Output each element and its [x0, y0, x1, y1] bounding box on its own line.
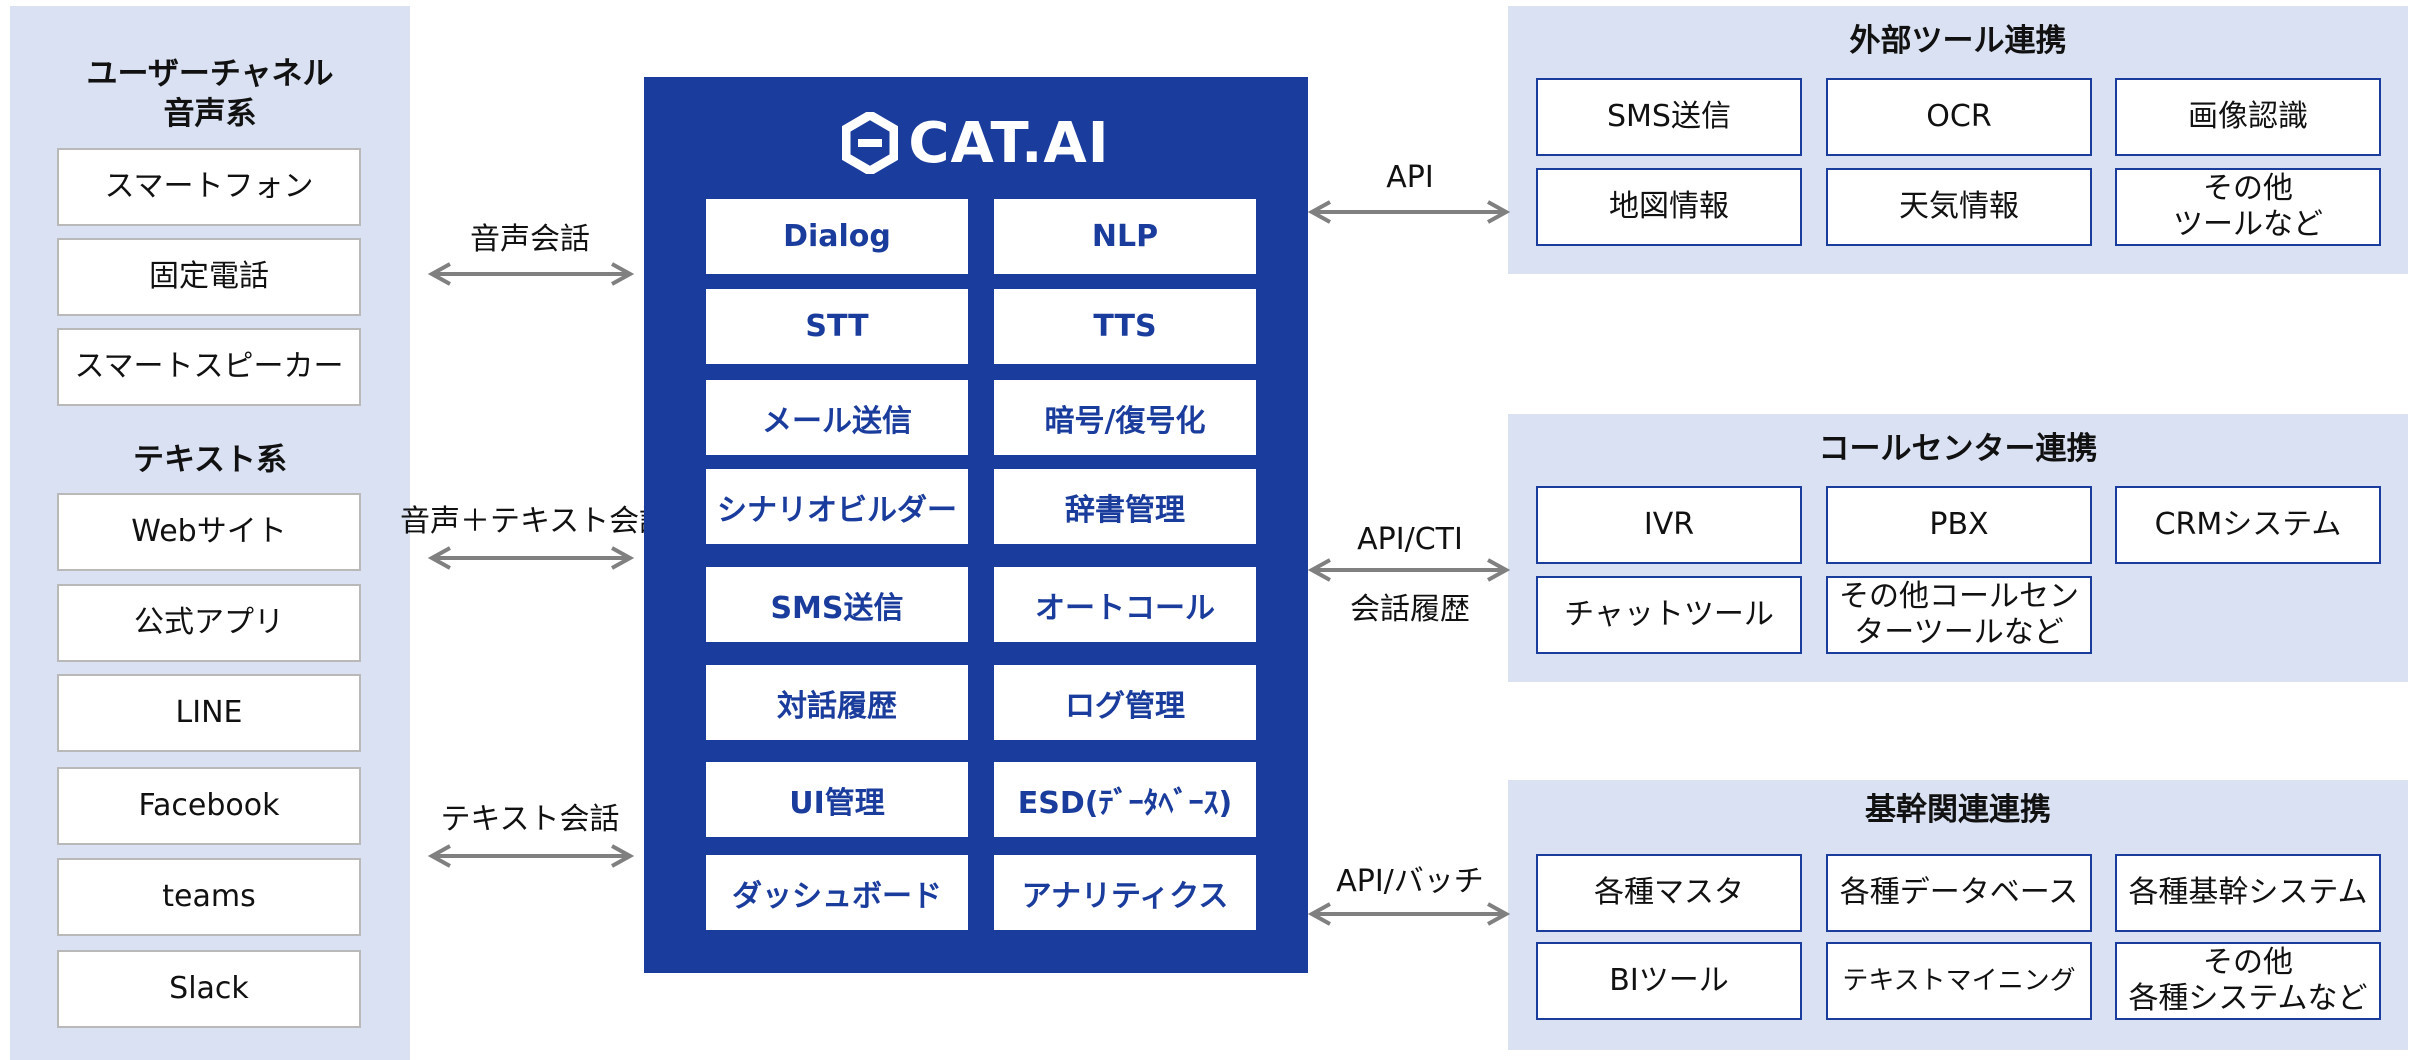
ci-text-mining: テキストマイニング [1826, 942, 2092, 1020]
api-cti-label: API/CTI [1357, 522, 1463, 557]
channel-teams: teams [57, 858, 361, 936]
core-integration-title: 基幹関連連携 [1865, 792, 2051, 828]
ext-sms: SMS送信 [1536, 78, 1802, 156]
ext-image-recognition: 画像認識 [2115, 78, 2381, 156]
cc-pbx: PBX [1826, 486, 2092, 564]
call-center-title: コールセンター連携 [1818, 431, 2098, 467]
ci-core-systems: 各種基幹システム [2115, 854, 2381, 932]
module-sms-send: SMS送信 [706, 567, 968, 642]
ext-ocr: OCR [1826, 78, 2092, 156]
ci-bi-tool: BIツール [1536, 942, 1802, 1020]
cc-ivr: IVR [1536, 486, 1802, 564]
channel-facebook: Facebook [57, 767, 361, 845]
module-ui-management: UI管理 [706, 762, 968, 837]
text-conversation-label: テキスト会話 [440, 802, 620, 837]
channel-smartphone: スマートフォン [57, 148, 361, 226]
ext-weather-info: 天気情報 [1826, 168, 2092, 246]
cc-other-tools: その他コールセン ターツールなど [1826, 576, 2092, 654]
cc-crm-system: CRMシステム [2115, 486, 2381, 564]
module-log-management: ログ管理 [994, 665, 1256, 740]
ext-map-info: 地図情報 [1536, 168, 1802, 246]
voice-conversation-label: 音声会話 [470, 222, 590, 257]
cat-ai-logo-icon [842, 112, 899, 174]
call-center-panel: コールセンター連携 IVR PBX CRMシステム チャットツール その他コール… [1508, 414, 2408, 682]
ci-master-data: 各種マスタ [1536, 854, 1802, 932]
module-dictionary: 辞書管理 [994, 469, 1256, 544]
cc-chat-tool: チャットツール [1536, 576, 1802, 654]
module-dialog-history: 対話履歴 [706, 665, 968, 740]
module-analytics: アナリティクス [994, 855, 1256, 930]
module-mail-send: メール送信 [706, 380, 968, 455]
channel-slack: Slack [57, 950, 361, 1028]
module-dialog: Dialog [706, 199, 968, 274]
conversation-history-label: 会話履歴 [1350, 592, 1470, 627]
user-channel-panel: ユーザーチャネル 音声系 スマートフォン 固定電話 スマートスピーカー テキスト… [10, 6, 410, 1060]
ext-other-tools: その他 ツールなど [2115, 168, 2381, 246]
channel-line: LINE [57, 674, 361, 752]
channel-smart-speaker: スマートスピーカー [57, 328, 361, 406]
module-dashboard: ダッシュボード [706, 855, 968, 930]
voice-text-conversation-label: 音声＋テキスト会話 [400, 504, 670, 539]
voice-channel-title: ユーザーチャネル 音声系 [86, 56, 334, 132]
module-stt: STT [706, 289, 968, 364]
cat-ai-core-panel: CAT.AI Dialog NLP STT TTS メール送信 暗号/復号化 シ… [644, 77, 1308, 973]
module-scenario-builder: シナリオビルダー [706, 469, 968, 544]
channel-landline: 固定電話 [57, 238, 361, 316]
cat-ai-logo: CAT.AI [644, 105, 1308, 181]
ci-other-systems: その他 各種システムなど [2115, 942, 2381, 1020]
module-encryption: 暗号/復号化 [994, 380, 1256, 455]
module-auto-call: オートコール [994, 567, 1256, 642]
module-nlp: NLP [994, 199, 1256, 274]
cat-ai-logo-text: CAT.AI [908, 110, 1110, 176]
api-batch-label: API/バッチ [1336, 864, 1484, 899]
external-tools-panel: 外部ツール連携 SMS送信 OCR 画像認識 地図情報 天気情報 その他 ツール… [1508, 6, 2408, 274]
channel-official-app: 公式アプリ [57, 584, 361, 662]
module-esd-database: ESD(ﾃﾞｰﾀﾍﾞｰｽ) [994, 762, 1256, 837]
core-integration-panel: 基幹関連連携 各種マスタ 各種データベース 各種基幹システム BIツール テキス… [1508, 780, 2408, 1050]
external-tools-title: 外部ツール連携 [1849, 23, 2067, 59]
api-label: API [1386, 160, 1434, 195]
module-tts: TTS [994, 289, 1256, 364]
text-channel-title: テキスト系 [132, 442, 288, 478]
ci-databases: 各種データベース [1826, 854, 2092, 932]
channel-website: Webサイト [57, 493, 361, 571]
